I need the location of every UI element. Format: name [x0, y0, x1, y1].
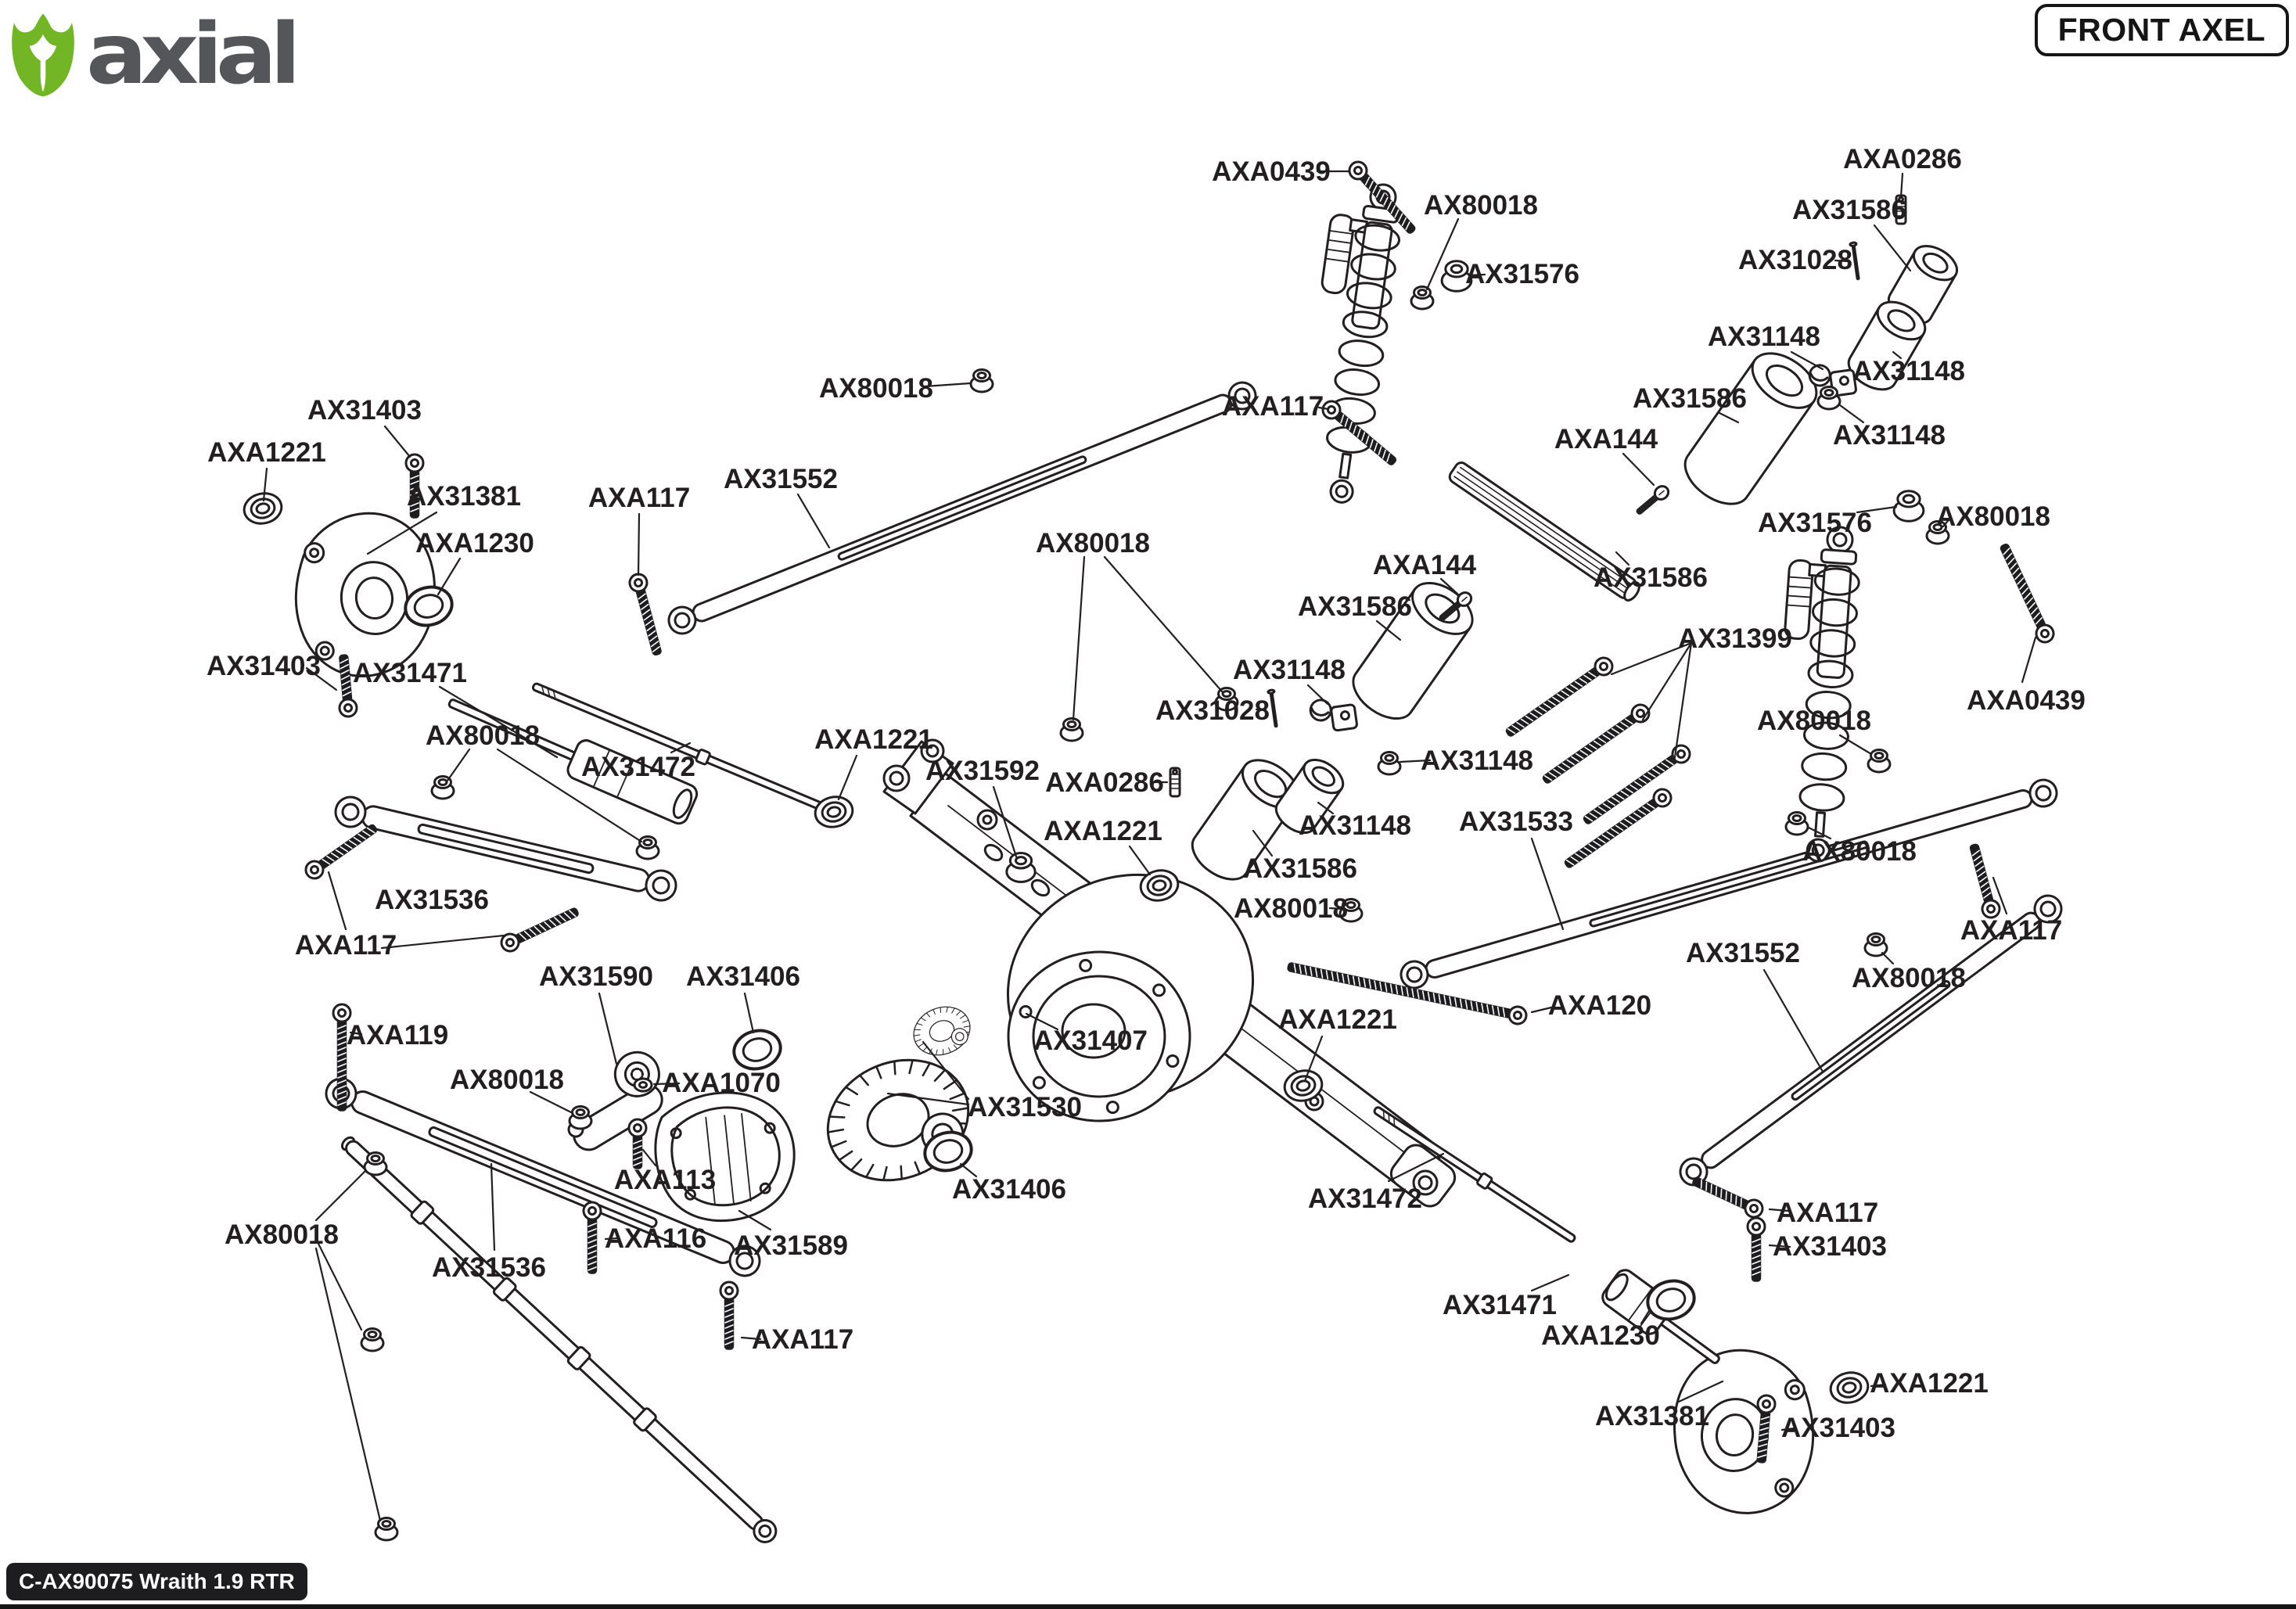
- part-label: AX31471: [1443, 1290, 1557, 1320]
- part-label: AXA1221: [1870, 1368, 1989, 1399]
- part-label: AX31403: [207, 651, 321, 681]
- part-label: AXA117: [1777, 1198, 1878, 1228]
- logo-emblem-cut: [29, 34, 57, 92]
- part-label: AX80018: [1852, 963, 1966, 993]
- part-code-badge: C-AX90075 Wraith 1.9 RTR: [6, 1563, 307, 1600]
- part-label: AX80018: [1234, 893, 1348, 924]
- part-label: AXA120: [1548, 990, 1651, 1021]
- part-label: AX31586: [1633, 383, 1747, 414]
- part-label: AX80018: [225, 1219, 339, 1250]
- part-label: AXA117: [752, 1324, 853, 1355]
- part-label: AXA1221: [207, 437, 326, 468]
- part-label: AX31586: [1594, 562, 1708, 593]
- part-label: AXA1221: [1278, 1004, 1397, 1035]
- part-label: AX80018: [1424, 190, 1538, 221]
- part-label: AX80018: [1936, 501, 2050, 532]
- part-label: AX31586: [1243, 853, 1357, 884]
- part-label: AX80018: [450, 1065, 564, 1095]
- part-label: AX31148: [1852, 356, 1965, 386]
- part-label: AXA119: [347, 1020, 448, 1051]
- part-label: AX31381: [407, 481, 521, 512]
- part-label: AXA116: [605, 1223, 706, 1254]
- part-label: AXA144: [1373, 550, 1477, 580]
- labels-layer: AXA0439AX80018AX31576AXA117AXA144AX80018…: [207, 144, 2086, 1443]
- part-label: AX31399: [1678, 623, 1792, 654]
- part-label: AX31381: [1595, 1401, 1709, 1431]
- leader-lines: [262, 170, 2037, 1522]
- part-label: AX31576: [1758, 508, 1872, 538]
- part-label: AXA0439: [1967, 685, 2086, 716]
- part-label: AXA0439: [1212, 156, 1331, 187]
- part-label: AX80018: [819, 373, 933, 404]
- front-axle-badge-label: FRONT AXEL: [2057, 12, 2265, 48]
- part-label: AX80018: [1036, 528, 1150, 558]
- front-axle-badge: FRONT AXEL: [2034, 4, 2289, 56]
- part-label: AX31589: [734, 1230, 848, 1261]
- part-label: AX31403: [307, 395, 422, 426]
- part-label: AX31406: [686, 961, 800, 992]
- part-label: AX80018: [426, 720, 540, 751]
- part-label: AXA117: [1222, 391, 1324, 422]
- part-label: AXA113: [614, 1165, 716, 1195]
- part-label: AX31536: [432, 1252, 546, 1283]
- part-label: AX31028: [1738, 245, 1852, 275]
- part-label: AX31148: [1421, 745, 1533, 776]
- part-label: AX31471: [353, 658, 467, 688]
- part-label: AXA1230: [415, 528, 534, 558]
- part-label: AX31530: [968, 1092, 1082, 1122]
- part-label: AX31590: [539, 961, 653, 992]
- part-label: AX31586: [1792, 195, 1906, 225]
- part-label: AXA1221: [814, 724, 933, 755]
- part-label: AX31403: [1773, 1231, 1887, 1262]
- part-label: AX31576: [1465, 259, 1579, 289]
- parts-layer: [243, 160, 2063, 1543]
- header: axial FRONT AXEL: [0, 0, 2296, 117]
- part-label: AXA1230: [1541, 1320, 1660, 1351]
- part-label: AXA117: [295, 930, 397, 961]
- part-label: AX31586: [1298, 591, 1412, 622]
- part-label: AX31536: [375, 885, 489, 915]
- part-label: AX31407: [1033, 1025, 1148, 1056]
- axial-logo: axial: [11, 5, 301, 105]
- part-label: AX31148: [1833, 420, 1946, 451]
- part-label: AXA117: [588, 483, 690, 513]
- part-label: AX31552: [724, 464, 838, 494]
- part-label: AXA1221: [1044, 816, 1162, 846]
- brand-name: axial: [86, 5, 301, 103]
- part-label: AX31406: [952, 1174, 1066, 1205]
- part-label: AX80018: [1802, 836, 1917, 867]
- part-label: AX31403: [1781, 1413, 1895, 1443]
- part-label: AXA1070: [662, 1068, 781, 1098]
- part-label: AXA144: [1554, 424, 1658, 454]
- part-label: AXA117: [1960, 915, 2062, 946]
- part-label: AX31472: [581, 752, 695, 782]
- part-label: AX31028: [1155, 695, 1270, 726]
- part-label: AX31592: [925, 756, 1040, 786]
- bottom-bar: [0, 1604, 2296, 1609]
- part-label: AX31148: [1233, 655, 1346, 685]
- part-label: AX31148: [1708, 321, 1820, 352]
- part-label: AXA0286: [1045, 767, 1164, 798]
- axial-logo-icon: [12, 13, 74, 97]
- part-label: AX31552: [1686, 938, 1800, 968]
- part-label: AX80018: [1757, 706, 1871, 736]
- part-label: AX31148: [1299, 810, 1411, 841]
- part-label: AX31533: [1459, 806, 1573, 837]
- part-label: AX31472: [1308, 1183, 1422, 1214]
- part-label: AXA0286: [1843, 144, 1962, 174]
